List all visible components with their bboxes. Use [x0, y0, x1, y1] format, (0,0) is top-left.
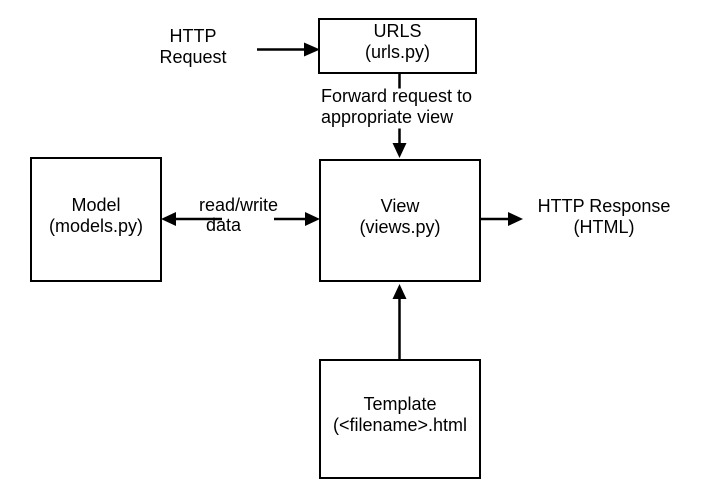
- arrow-to-model: [161, 212, 222, 226]
- urls-node-box: URLS (urls.py): [318, 18, 477, 74]
- template-node-title: Template: [363, 394, 437, 414]
- forward-request-label-line2: appropriate view: [321, 107, 454, 127]
- urls-node-text: URLS (urls.py): [365, 21, 430, 63]
- read-write-label-line2: data: [206, 215, 242, 235]
- forward-request-label: Forward request to appropriate view: [321, 86, 472, 128]
- model-node-box: Model (models.py): [30, 157, 162, 282]
- arrow-request-to-urls: [257, 42, 320, 57]
- model-node-text: Model (models.py): [49, 195, 143, 237]
- template-node-subtitle: (<filename>.html: [332, 415, 468, 435]
- read-write-label: read/write data: [199, 195, 278, 235]
- view-node-title: View: [380, 195, 420, 216]
- view-node-text: View (views.py): [359, 196, 440, 238]
- model-node-title: Model: [71, 194, 121, 215]
- arrow-urls-to-view: [392, 74, 407, 158]
- urls-node-title: URLS: [373, 21, 422, 41]
- view-node-box: View (views.py): [319, 159, 481, 282]
- model-node-subtitle: (models.py): [48, 215, 144, 236]
- forward-request-label-line1: Forward request to: [321, 86, 473, 106]
- http-response-label-line2: (HTML): [573, 217, 635, 237]
- read-write-label-line1: read/write: [199, 195, 279, 215]
- template-node-box: Template (<filename>.html: [319, 359, 481, 479]
- http-response-label: HTTP Response (HTML): [528, 196, 680, 238]
- urls-node-subtitle: (urls.py): [364, 42, 430, 62]
- http-response-label-line1: HTTP Response: [537, 196, 671, 216]
- template-node-text: Template (<filename>.html: [333, 394, 467, 436]
- arrow-template-to-view: [392, 284, 407, 360]
- view-node-subtitle: (views.py): [359, 216, 441, 237]
- arrow-to-view: [274, 212, 320, 226]
- arrow-view-to-response: [480, 212, 523, 226]
- http-request-label: HTTP Request: [145, 26, 241, 68]
- http-request-label-line1: HTTP: [169, 26, 217, 46]
- http-request-label-line2: Request: [159, 47, 227, 67]
